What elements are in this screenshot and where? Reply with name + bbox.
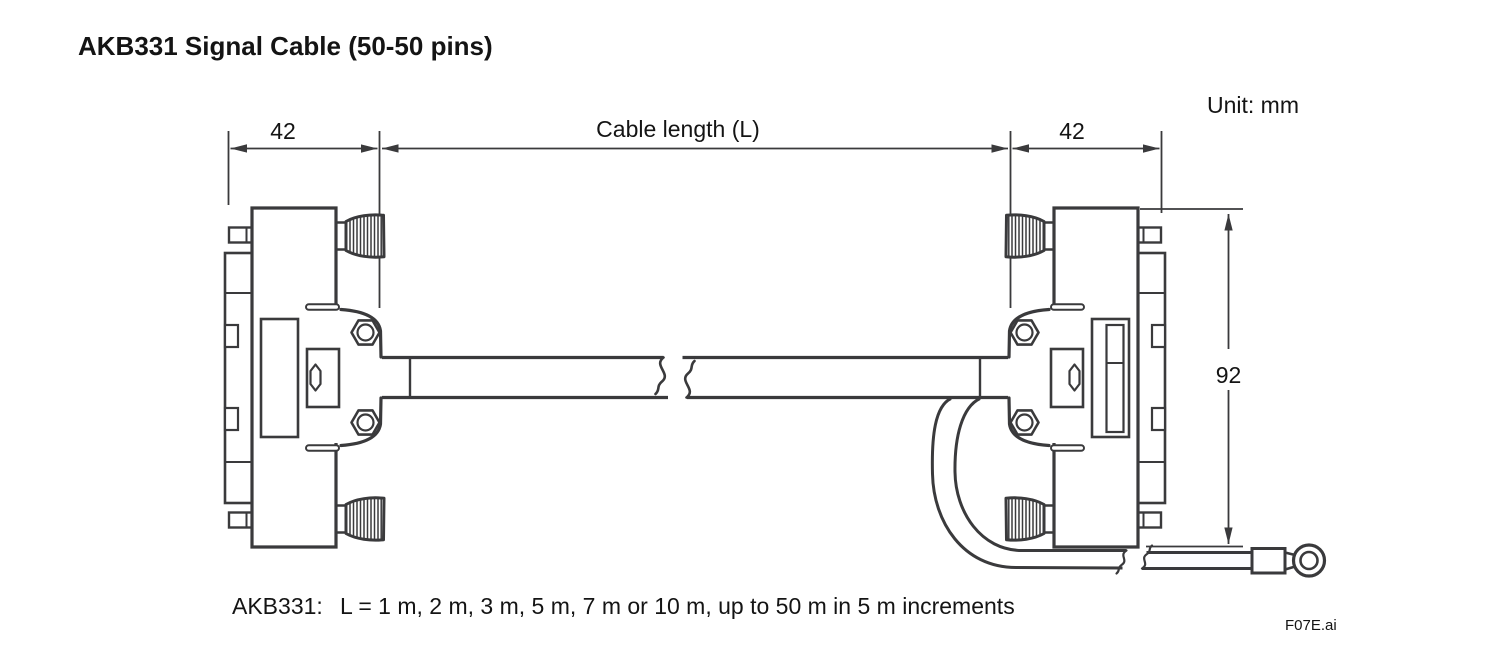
dim-left-width-label: 42 xyxy=(270,118,296,144)
dim-right-width-label: 42 xyxy=(1059,118,1085,144)
left-connector xyxy=(225,208,410,547)
wire-break-icon xyxy=(1115,549,1128,575)
figure-id-label: F07E.ai xyxy=(1285,617,1337,634)
main-cable xyxy=(382,355,1008,400)
note-lengths: L = 1 m, 2 m, 3 m, 5 m, 7 m or 10 m, up … xyxy=(340,593,1015,619)
note-model: AKB331: xyxy=(232,593,323,619)
right-connector xyxy=(980,208,1165,547)
wire-break-icon xyxy=(1140,544,1154,570)
dim-height-label: 92 xyxy=(1216,362,1242,388)
cable-break-icon xyxy=(654,356,667,396)
page-title: AKB331 Signal Cable (50-50 pins) xyxy=(78,31,493,61)
cable-break-icon xyxy=(683,359,696,399)
right-connector-slider xyxy=(1105,323,1125,434)
unit-label: Unit: mm xyxy=(1207,92,1299,118)
ground-wire xyxy=(930,397,1327,578)
ring-terminal-icon xyxy=(1250,543,1327,578)
dim-cable-length-label: Cable length (L) xyxy=(596,116,760,142)
